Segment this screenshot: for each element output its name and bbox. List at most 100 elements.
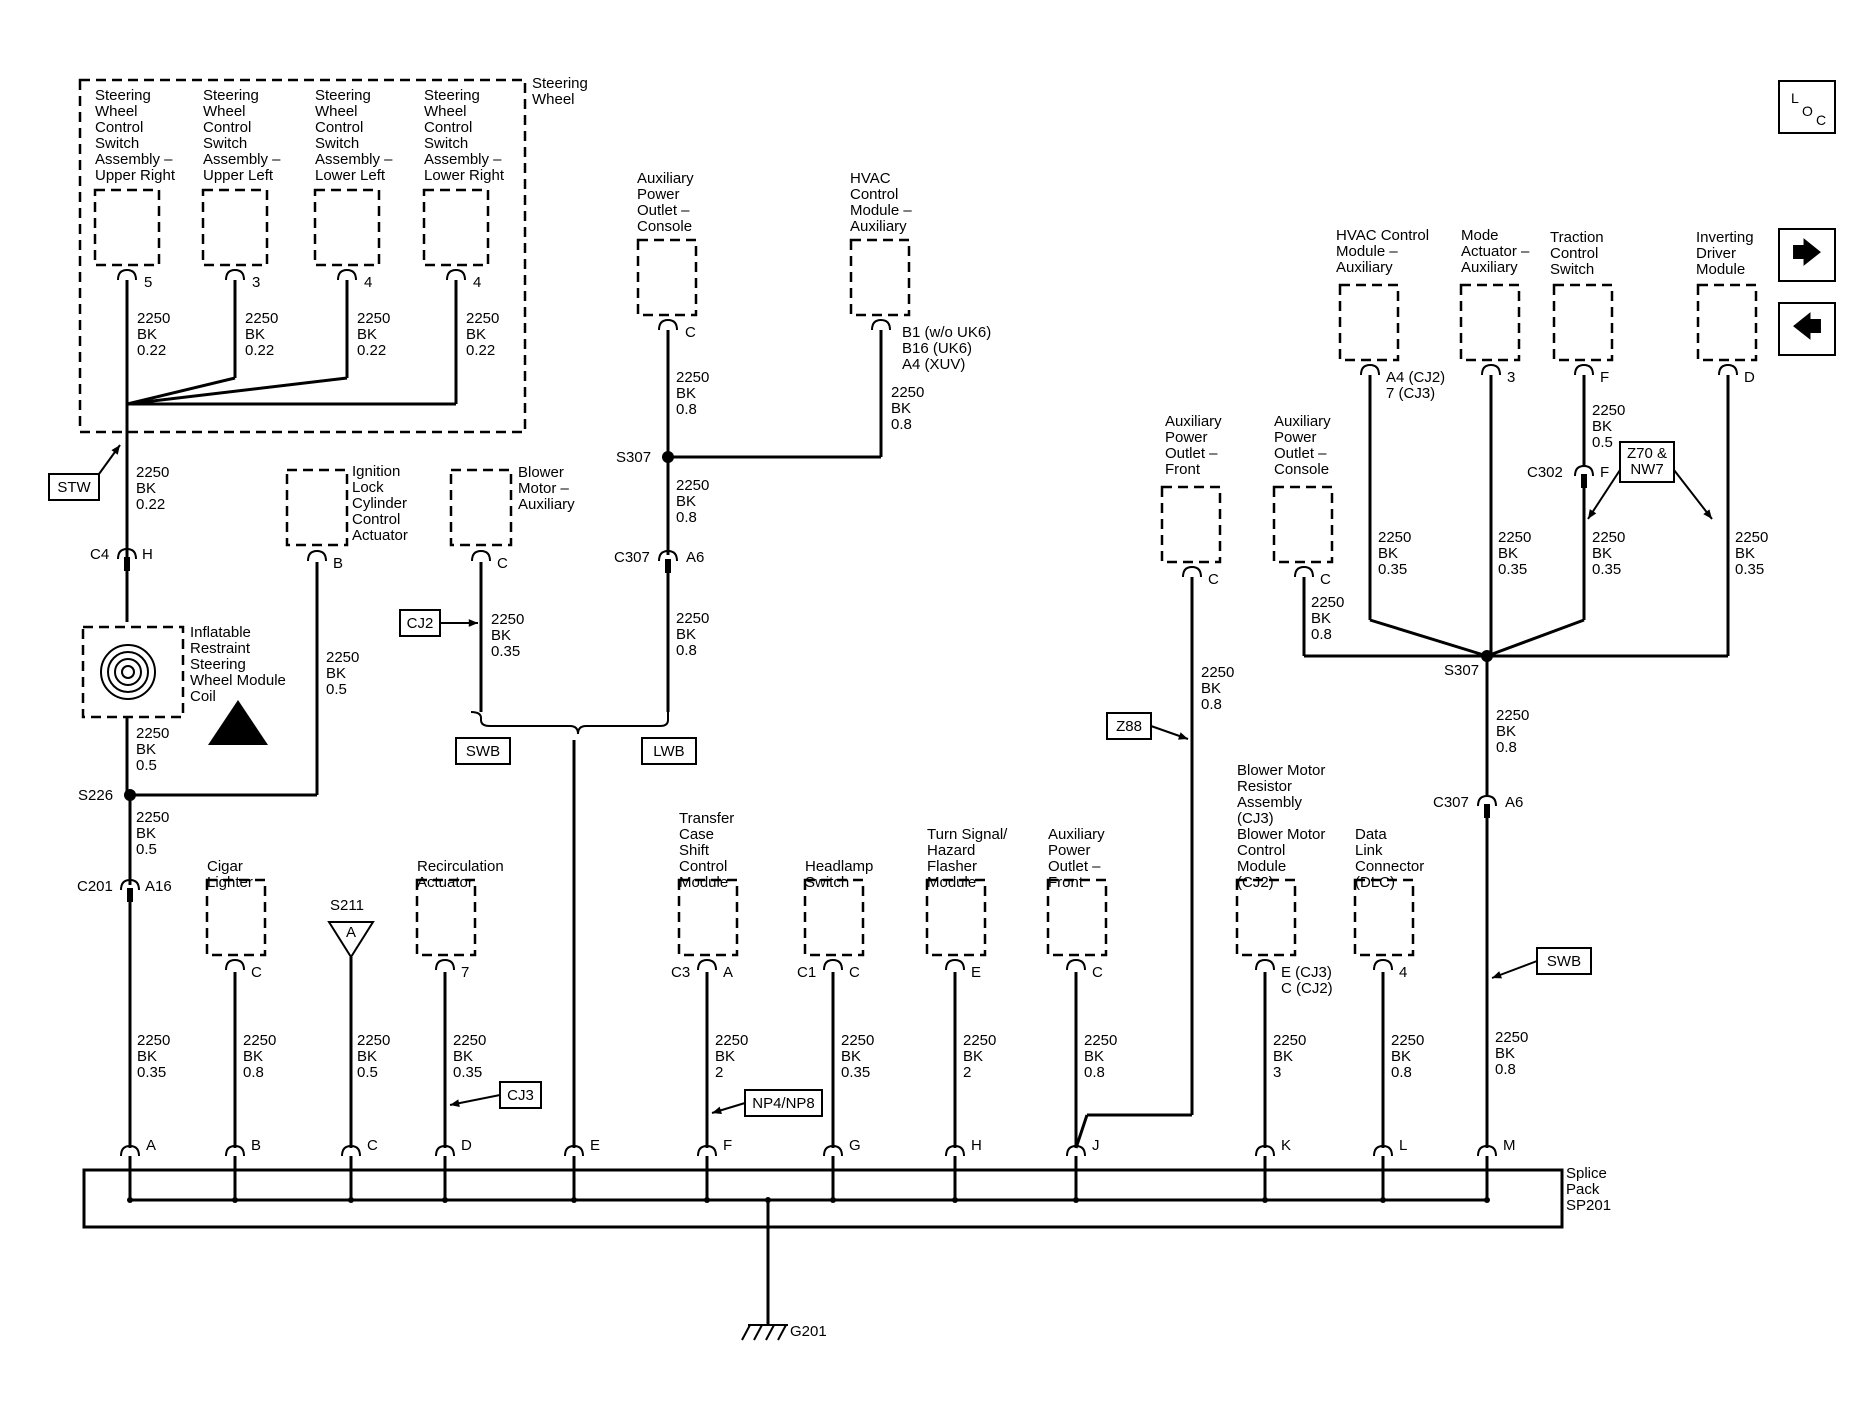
splice-pack-pin: L	[1399, 1137, 1407, 1154]
bottom-component-box	[677, 878, 739, 957]
s307-mid-splice	[662, 451, 674, 463]
mid-c307-lwb-wire-label: BK	[676, 626, 696, 643]
g201-name: G201	[790, 1323, 827, 1340]
blower-aux-terminal	[471, 549, 491, 562]
aux-outlet-console-mid-box	[636, 238, 698, 317]
bottom-component-label: Cigar	[207, 858, 243, 875]
bottom-component-wire-label: 2250	[841, 1032, 874, 1049]
bottom-component-terminal	[1255, 958, 1275, 971]
steering-switch-wire-label: 2250	[245, 310, 278, 327]
steering-switch-label: Wheel	[95, 103, 138, 120]
aux-outlet-console-mid-wire-label: 2250	[676, 369, 709, 386]
bottom-component-label: Front	[1048, 874, 1084, 891]
swb-right-tag-text: SWB	[1547, 953, 1581, 970]
mid-s307-c307-wire-label: 0.8	[676, 509, 697, 526]
c4-connector-body	[124, 557, 130, 571]
c302-connector-body	[1581, 474, 1587, 488]
bottom-component-box	[1046, 878, 1108, 957]
splice-pack-junction	[232, 1197, 238, 1203]
bottom-component-label: Auxiliary	[1048, 826, 1105, 843]
steering-switch-wire-label: 2250	[357, 310, 390, 327]
bottom-component-terminal	[1373, 958, 1393, 971]
previous-page-button[interactable]: 🡄	[1778, 302, 1836, 356]
c307-right-name: C307	[1433, 794, 1469, 811]
aux-outlet-console-mid-label: Console	[637, 218, 692, 235]
bottom-component-connector: C3	[671, 964, 690, 981]
c302-pin: F	[1600, 464, 1609, 481]
arrow-right-icon: 🡆	[1791, 236, 1823, 271]
traction-switch-terminal	[1574, 363, 1594, 376]
blower-aux-box	[449, 468, 513, 547]
steering-switch-terminal	[446, 268, 466, 281]
coil-label: Wheel Module	[190, 672, 286, 689]
z88-arrow-head	[1178, 732, 1188, 740]
hvac-aux-mid-wire-label: BK	[891, 400, 911, 417]
steering-switch-label: Steering	[424, 87, 480, 104]
aux-console-right-wire-label: BK	[1311, 610, 1331, 627]
c201-pin: A16	[145, 878, 172, 895]
bottom-component-wire-label: 3	[1273, 1064, 1281, 1081]
splice-pack-label: SP201	[1566, 1197, 1611, 1214]
location-view-button[interactable]: L O C	[1778, 80, 1836, 134]
bottom-component-pin: C	[849, 964, 860, 981]
hvac-aux-mid-box	[849, 238, 911, 317]
bottom-component-pin: A	[723, 964, 733, 981]
bottom-component-wire-label: BK	[841, 1048, 861, 1065]
steering-switch-label: Wheel	[424, 103, 467, 120]
hvac-aux-mid-label: HVAC	[850, 170, 891, 187]
next-page-button[interactable]: 🡆	[1778, 228, 1836, 282]
bottom-component-label: Switch	[805, 874, 849, 891]
aux-outlet-console-mid-label: Power	[637, 186, 680, 203]
coil-label: Inflatable	[190, 624, 251, 641]
hvac-aux-mid-wire-label: 2250	[891, 384, 924, 401]
traction-switch-label: Switch	[1550, 261, 1594, 278]
steering-switch-label: Steering	[95, 87, 151, 104]
hvac-aux-mid-pins: B1 (w/o UK6)	[902, 324, 991, 341]
cj2-tag	[399, 609, 441, 637]
bottom-component-label: Flasher	[927, 858, 977, 875]
c302-name: C302	[1527, 464, 1563, 481]
bottom-component-box	[1353, 878, 1415, 957]
c302-connector	[1574, 464, 1594, 477]
stw-wire-label: 2250	[136, 464, 169, 481]
c201-name: C201	[77, 878, 113, 895]
bottom-component-tag-arrow-head	[712, 1106, 722, 1115]
inverting-driver-label: Module	[1696, 261, 1745, 278]
splice-pack-junction	[348, 1197, 354, 1203]
coil-label: Coil	[190, 688, 216, 705]
loc-letter-c: C	[1816, 112, 1827, 128]
mode-actuator-wire-label: 0.35	[1498, 561, 1527, 578]
steering-switch-terminal	[225, 268, 245, 281]
steering-switch-label: Steering	[203, 87, 259, 104]
traction-switch-wire-label: BK	[1592, 545, 1612, 562]
swb-tag	[455, 737, 511, 765]
aux-front-right-wire-label: 0.8	[1201, 696, 1222, 713]
stw-wire-label: 0.22	[136, 496, 165, 513]
ground-hatch	[765, 1324, 775, 1341]
loc-letter-o: O	[1802, 103, 1813, 119]
traction-switch-top-wire-label: BK	[1592, 418, 1612, 435]
ignition-lock-wire-label: 2250	[326, 649, 359, 666]
hvac-aux-right-wire-label: BK	[1378, 545, 1398, 562]
stw-tag	[48, 473, 100, 501]
hvac-aux-mid-terminal	[871, 318, 891, 331]
steering-switch-label: Control	[424, 119, 472, 136]
bottom-component-label: Hazard	[927, 842, 975, 859]
steering-switch-terminal	[117, 268, 137, 281]
splice-pack-junction	[127, 1197, 133, 1203]
bottom-component-wire-label: 2250	[453, 1032, 486, 1049]
steering-switch-label: Assembly –	[424, 151, 502, 168]
steering-switch-label: Assembly –	[203, 151, 281, 168]
bottom-component-label: Outlet –	[1048, 858, 1101, 875]
inverting-driver-label: Inverting	[1696, 229, 1754, 246]
steering-switch-label: Switch	[315, 135, 359, 152]
splice-pack-pin: M	[1503, 1137, 1516, 1154]
m-wire-label: 2250	[1495, 1029, 1528, 1046]
bottom-component-wire-label: BK	[1273, 1048, 1293, 1065]
steering-switch-label: Lower Left	[315, 167, 386, 184]
mode-actuator-box	[1459, 283, 1521, 362]
bottom-component-wire-label: 0.8	[1084, 1064, 1105, 1081]
splice-pack-junction	[571, 1197, 577, 1203]
